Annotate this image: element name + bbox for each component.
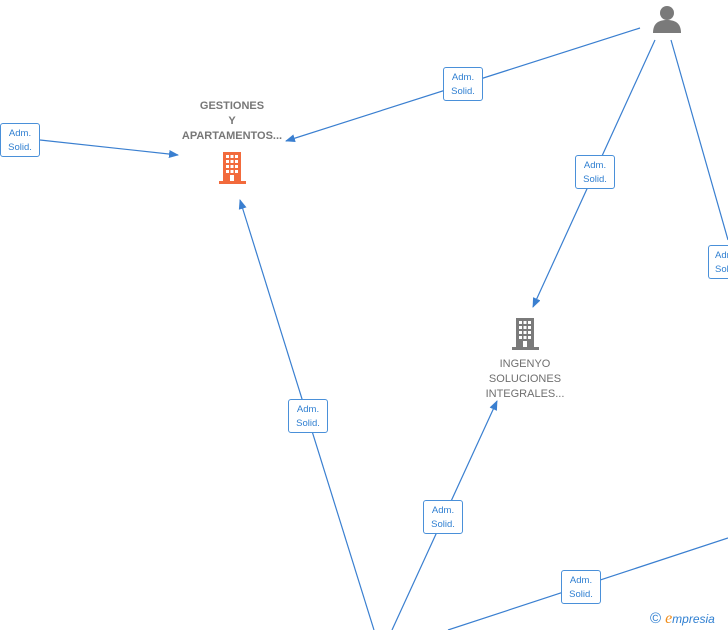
edge-label-line: Solid. <box>569 589 593 600</box>
empresia-watermark: ©empresia <box>650 610 715 628</box>
building-icon[interactable] <box>218 150 248 186</box>
edge-person-to-right <box>670 39 728 241</box>
edge-label-line: Adm. <box>451 72 475 83</box>
node-label-line: INGENYO <box>499 358 551 370</box>
edge-label: Adm. Solid. <box>561 570 601 604</box>
edge-label-line: Solid. <box>8 142 32 153</box>
node-label-line: SOLUCIONES <box>488 373 562 385</box>
edge-label: Adm. Solid. <box>443 67 483 101</box>
edge-label-line: Adm. <box>583 160 607 171</box>
edge-label-line: Solid. <box>431 519 455 530</box>
edge-label: Adm. Solid. <box>575 155 615 189</box>
edge-label-line: Adm. <box>8 128 32 139</box>
edge-label-line: Adm. <box>569 575 593 586</box>
brand-name: mpresia <box>672 612 715 626</box>
node-label-gestiones[interactable]: GESTIONES Y APARTAMENTOS... <box>160 99 304 144</box>
person-icon[interactable] <box>652 4 682 34</box>
copyright-symbol: © <box>650 610 662 627</box>
edge-left-to-gestiones <box>39 139 179 159</box>
node-label-ingenyo[interactable]: INGENYO SOLUCIONES INTEGRALES... <box>466 357 584 402</box>
brand-initial: e <box>665 610 673 627</box>
edge-label-line: Solid. <box>296 418 320 429</box>
edge-label-line: Solid. <box>451 86 475 97</box>
node-label-line: GESTIONES <box>199 100 265 112</box>
edge-label: Adm. Solid. <box>0 123 40 157</box>
edge-label: Adm. Solid. <box>288 399 328 433</box>
edge-label-line: Adm. <box>431 505 455 516</box>
edge-label-line: Adm. <box>296 404 320 415</box>
building-icon[interactable] <box>511 316 541 352</box>
node-label-line: Y <box>228 115 236 127</box>
edge-label: Adm. Solid. <box>423 500 463 534</box>
edge-label-line: Solid. <box>715 264 728 275</box>
node-label-line: APARTAMENTOS... <box>181 130 283 142</box>
edge-label-line: Solid. <box>583 174 607 185</box>
node-label-line: INTEGRALES... <box>485 388 565 400</box>
edge-label: Adm. Solid. <box>708 245 728 279</box>
edge-label-line: Adm. <box>715 250 728 261</box>
